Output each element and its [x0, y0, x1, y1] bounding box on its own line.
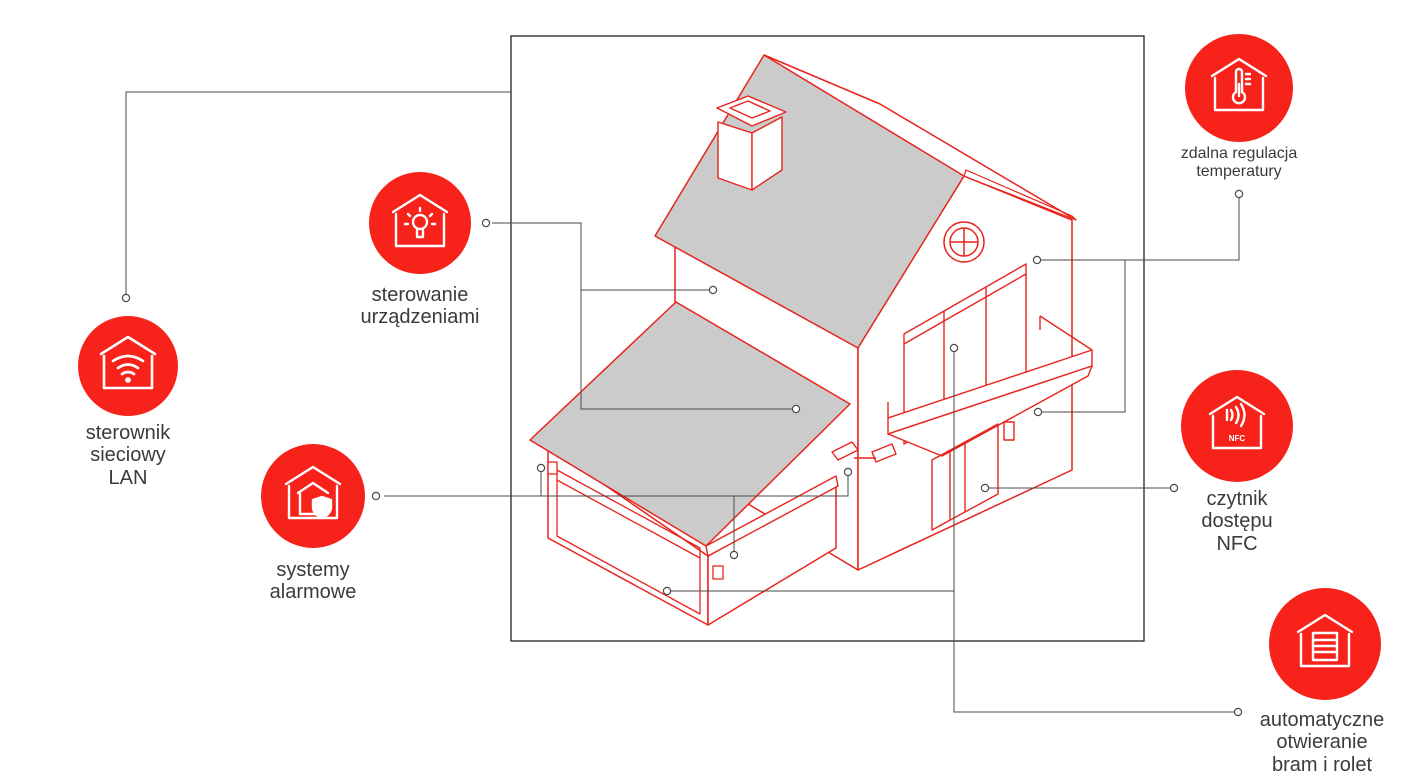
connector-dot-alarm — [536, 463, 546, 473]
label-temperature: zdalna regulacja temperatury — [1180, 145, 1298, 180]
nfc-icon — [1208, 395, 1266, 450]
thermometer-icon — [1210, 57, 1268, 112]
connector-dot-alarm — [371, 491, 381, 501]
label-alarm: systemy alarmowe — [269, 559, 357, 604]
connector-alarm — [384, 472, 849, 497]
connector-dot-nfc — [980, 483, 990, 493]
lan-badge — [78, 316, 178, 416]
house-shield-icon — [284, 465, 342, 520]
connector-lan — [125, 91, 511, 298]
label-devices: sterowanie urządzeniami — [360, 284, 480, 329]
connector-devices — [580, 290, 796, 410]
connector-dot-temperature — [1033, 407, 1043, 417]
balcony — [887, 315, 1093, 457]
connector-dot-gates — [662, 586, 672, 596]
connector-dot-devices — [481, 218, 491, 228]
connector-dot-nfc — [1169, 483, 1179, 493]
nfc-badge-text: NFC — [1229, 434, 1246, 443]
label-nfc: czytnik dostępu NFC — [1201, 488, 1273, 555]
connector-dot-devices — [791, 404, 801, 414]
roof-ridge — [763, 54, 1077, 221]
connector-gates — [953, 348, 1238, 713]
nfc-badge: NFC — [1181, 370, 1293, 482]
garage-door — [556, 469, 701, 615]
connector-dot-lan — [121, 293, 131, 303]
roof-edge — [963, 169, 1077, 221]
connector-lines — [125, 91, 1240, 713]
lightbulb-icon — [391, 193, 449, 248]
house-frame — [510, 35, 1145, 642]
security-cameras — [831, 441, 897, 463]
front-doors — [931, 421, 1015, 531]
gate-icon — [1296, 613, 1354, 668]
connector-dot-temperature — [1032, 255, 1042, 265]
connector-dot-temperature — [1234, 189, 1244, 199]
alarm-badge — [261, 444, 365, 548]
connector-temperature — [1038, 260, 1126, 413]
gates-badge — [1269, 588, 1381, 700]
wifi-icon — [99, 335, 157, 390]
chimney — [716, 95, 787, 191]
connector-dots — [121, 189, 1244, 717]
round-window — [943, 221, 985, 263]
temperature-badge — [1185, 34, 1293, 142]
devices-badge — [369, 172, 471, 274]
alarm-sensors — [547, 461, 724, 580]
connector-dot-alarm — [729, 550, 739, 560]
garage-roof — [529, 301, 851, 547]
label-lan: sterownik sieciowy LAN — [85, 422, 171, 489]
label-gates: automatyczne otwieranie bram i rolet — [1259, 709, 1385, 776]
connector-temperature — [1037, 194, 1240, 261]
connector-dot-alarm — [843, 467, 853, 477]
connector-devices — [492, 222, 713, 291]
house-illustration — [529, 54, 1093, 626]
connector-dot-devices — [708, 285, 718, 295]
connector-dot-gates — [949, 343, 959, 353]
connector-dot-gates — [1233, 707, 1243, 717]
